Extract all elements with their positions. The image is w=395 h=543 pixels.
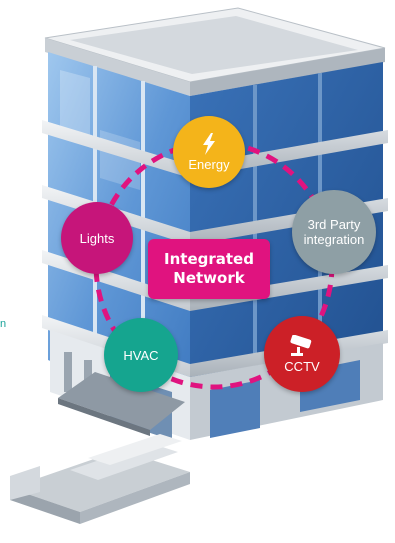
lights-label: Lights bbox=[79, 230, 115, 246]
third-party-label-line1: 3rd Party bbox=[307, 217, 361, 232]
building-roof bbox=[44, 7, 386, 96]
cctv-label: CCTV bbox=[284, 358, 320, 374]
hvac-label: HVAC bbox=[123, 347, 159, 363]
third-party-node: 3rd Party integration bbox=[292, 190, 376, 274]
lights-node: Lights bbox=[61, 202, 133, 274]
energy-label: Energy bbox=[188, 156, 230, 172]
hvac-node: HVAC bbox=[104, 318, 178, 392]
third-party-label-line2: integration bbox=[303, 232, 365, 247]
center-label-line1: Integrated bbox=[164, 250, 254, 268]
center-label-line2: Network bbox=[173, 269, 245, 287]
edge-text-fragment: n bbox=[0, 318, 7, 330]
energy-node: Energy bbox=[173, 116, 245, 188]
lightning-bolt-icon bbox=[203, 132, 215, 155]
entrance-canopy bbox=[58, 372, 185, 436]
integrated-network-box: Integrated Network bbox=[148, 239, 270, 299]
security-camera-icon bbox=[290, 334, 312, 356]
entrance-stairs bbox=[10, 434, 190, 524]
cctv-node: CCTV bbox=[264, 316, 340, 392]
